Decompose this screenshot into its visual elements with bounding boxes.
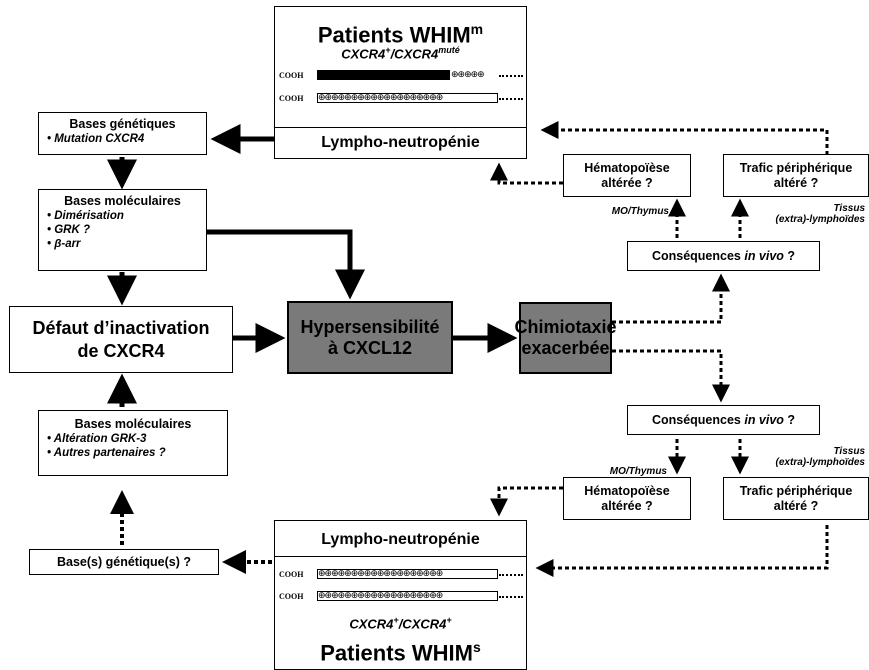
bottom-patient-phenotype: Lympho-neutropénie [321, 531, 480, 548]
dotted-traffic-top-to-patient [540, 121, 829, 155]
label-tissus-bottom: Tissus (extra)-lymphoïdes [775, 446, 865, 468]
molecular-bases-title: Bases moléculaires [74, 417, 192, 431]
tail-wildtype [317, 93, 498, 103]
molecular-bases-title: Bases moléculaires [64, 194, 181, 208]
dotted-chemotaxis-to-consequences-top [612, 273, 730, 324]
genetic-bases-item: • Mutation CXCR4 [47, 133, 145, 145]
dotted-hemato-bottom-to-patient [490, 486, 563, 517]
molecular-item: • Autres partenaires ? [47, 447, 166, 459]
cooh-label: COOH [279, 94, 304, 103]
tail-truncated [317, 70, 450, 80]
tail-residues: ⊕⊕⊕⊕⊕⊕⊕⊕⊕⊕⊕⊕⊕⊕⊕⊕⊕⊕⊕ [318, 591, 443, 601]
top-patient-box: Patients WHIMm CXCR4+/CXCR4muté COOH ⊕⊕⊕… [274, 6, 527, 159]
label-mo-thymus-top: MO/Thymus [611, 206, 669, 217]
label-tissus-top: Tissus (extra)-lymphoïdes [775, 203, 865, 225]
cooh-label: COOH [279, 592, 304, 601]
tail-continuation [499, 596, 523, 598]
label-mo-thymus-bottom: MO/Thymus [609, 466, 667, 477]
tail-continuation [499, 574, 523, 576]
consequences-top-box: Conséquences in vivo ? [627, 241, 820, 271]
chemotaxis-box: Chimiotaxie exacerbée [514, 302, 617, 374]
molecular-item: • β-arr [47, 238, 81, 250]
bottom-patient-genotype: CXCR4+/CXCR4+ [349, 615, 452, 632]
molecular-item: • Dimérisation [47, 210, 124, 222]
genetic-bases-box: Bases génétiques • Mutation CXCR4 [38, 112, 207, 155]
dotted-traffic-bottom-to-patient [535, 525, 829, 577]
tail-wildtype [317, 569, 498, 579]
arrow-molecular-to-hypersensitivity [207, 229, 365, 300]
bottom-patient-title: Patients WHIMs [320, 639, 481, 666]
top-patient-divider [275, 127, 526, 128]
top-patient-title: Patients WHIMm [317, 21, 484, 48]
tail-continuation [499, 98, 523, 100]
consequences-bottom-box: Conséquences in vivo ? [627, 405, 820, 435]
molecular-item: • GRK ? [47, 224, 90, 236]
tail-continuation [499, 75, 523, 77]
molecular-bases-bottom-box: Bases moléculaires • Altération GRK-3 • … [38, 410, 228, 476]
bottom-patient-divider [275, 556, 526, 557]
cooh-label: COOH [279, 570, 304, 579]
dotted-chemotaxis-to-consequences-bottom [612, 349, 730, 403]
top-patient-phenotype: Lympho-neutropénie [321, 134, 480, 151]
molecular-item: • Altération GRK-3 [47, 433, 147, 445]
genetic-unknown-box: Base(s) génétique(s) ? [29, 549, 219, 575]
molecular-bases-top-box: Bases moléculaires • Dimérisation • GRK … [38, 189, 207, 271]
bottom-patient-box: Lympho-neutropénie COOH ⊕⊕⊕⊕⊕⊕⊕⊕⊕⊕⊕⊕⊕⊕⊕⊕… [274, 520, 527, 670]
defect-box: Défaut d’inactivation de CXCR4 [9, 306, 233, 373]
tail-residues: ⊕⊕⊕⊕⊕⊕⊕⊕⊕⊕⊕⊕⊕⊕⊕⊕⊕⊕⊕ [318, 569, 443, 579]
top-patient-genotype: CXCR4+/CXCR4muté [341, 45, 460, 62]
traffic-top-box: Trafic périphérique altéré ? [723, 154, 869, 197]
traffic-bottom-box: Trafic périphérique altéré ? [723, 477, 869, 520]
hypersensitivity-box: Hypersensibilité à CXCL12 [287, 301, 453, 374]
tail-residues: ⊕⊕⊕⊕⊕⊕⊕⊕⊕⊕⊕⊕⊕⊕⊕⊕⊕⊕⊕ [318, 93, 443, 103]
cooh-label: COOH [279, 71, 304, 80]
hemato-top-box: Hématopoïèse altérée ? [563, 154, 691, 197]
tail-residues: ⊕⊕⊕⊕⊕ [451, 70, 485, 80]
hemato-bottom-box: Hématopoïèse altérée ? [563, 477, 691, 520]
dotted-hemato-top-to-patient [490, 162, 563, 185]
genetic-bases-title: Bases génétiques [69, 117, 176, 131]
tail-wildtype [317, 591, 498, 601]
